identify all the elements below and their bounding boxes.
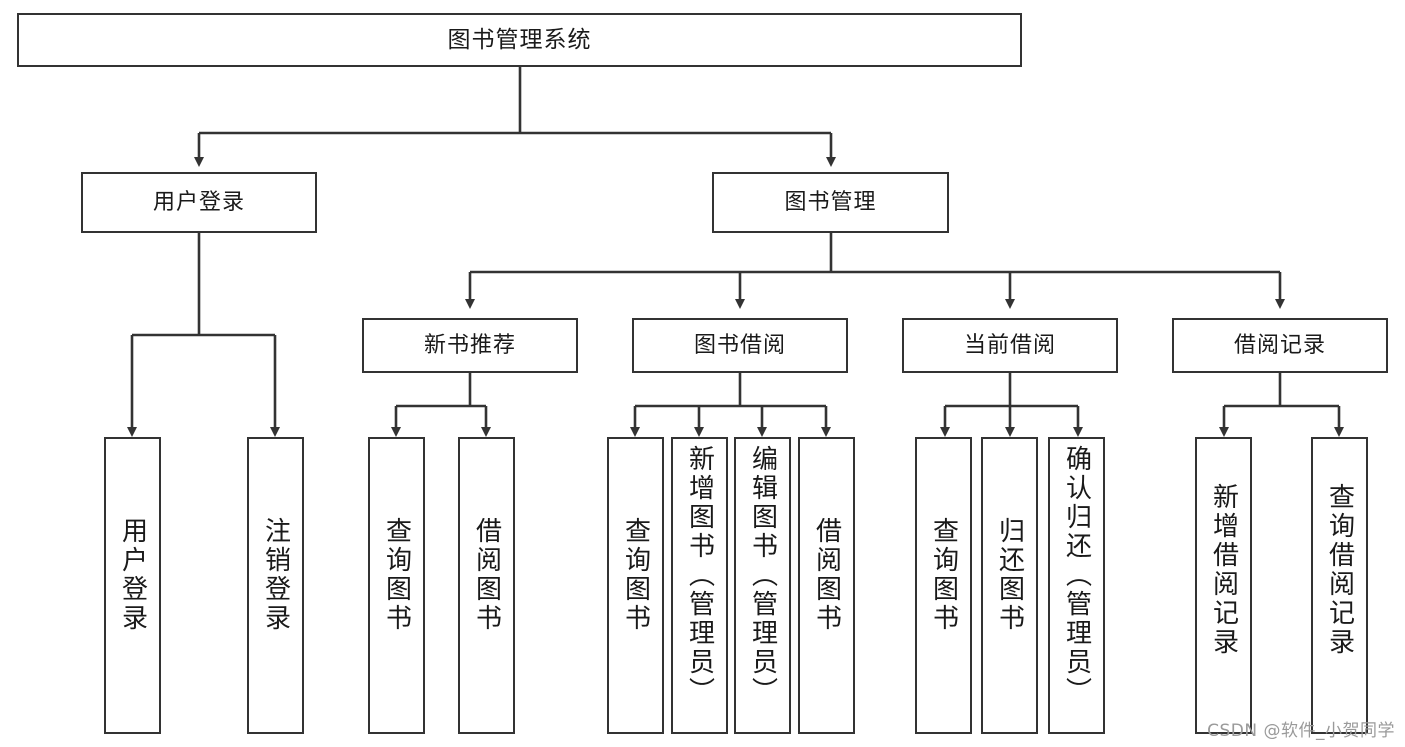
node-label: 新增借阅记录 [1208,483,1239,657]
leaf-return-book[interactable]: 归还图书 [981,437,1038,734]
node-borrow-record[interactable]: 借阅记录 [1172,318,1388,373]
leaf-user-login[interactable]: 用户登录 [104,437,161,734]
watermark: CSDN @软件_小贺同学 [1207,721,1395,741]
node-label: 图书借阅 [693,332,786,358]
leaf-query-borrow-record[interactable]: 查询借阅记录 [1311,437,1368,734]
node-user-login[interactable]: 用户登录 [81,172,317,233]
leaf-add-borrow-record[interactable]: 新增借阅记录 [1195,437,1252,734]
node-label: 新书推荐 [423,332,516,358]
node-label: 查询图书 [928,517,959,633]
node-root-book-management-system[interactable]: 图书管理系统 [17,13,1022,67]
node-label: 当前借阅 [963,332,1056,358]
node-label: 确认归还（管理员） [1061,445,1092,706]
node-label: 注销登录 [260,517,291,633]
node-label: 编辑图书（管理员） [747,445,778,706]
node-label: 借阅图书 [471,517,502,633]
node-label: 借阅记录 [1233,332,1326,358]
node-book-management[interactable]: 图书管理 [712,172,949,233]
leaf-confirm-return-admin[interactable]: 确认归还（管理员） [1048,437,1105,734]
node-book-borrow[interactable]: 图书借阅 [632,318,848,373]
node-label: 查询借阅记录 [1324,483,1355,657]
node-label: 归还图书 [994,517,1025,633]
leaf-add-book-admin[interactable]: 新增图书（管理员） [671,437,728,734]
leaf-logout[interactable]: 注销登录 [247,437,304,734]
leaf-query-book-current[interactable]: 查询图书 [915,437,972,734]
node-label: 图书管理系统 [447,26,592,53]
node-new-book-recommendation[interactable]: 新书推荐 [362,318,578,373]
leaf-borrow-book[interactable]: 借阅图书 [798,437,855,734]
leaf-query-book-borrow[interactable]: 查询图书 [607,437,664,734]
node-current-borrow[interactable]: 当前借阅 [902,318,1118,373]
leaf-edit-book-admin[interactable]: 编辑图书（管理员） [734,437,791,734]
node-label: 查询图书 [620,517,651,633]
leaf-query-book-recommend[interactable]: 查询图书 [368,437,425,734]
node-label: 用户登录 [152,189,245,215]
node-label: 借阅图书 [811,517,842,633]
node-label: 查询图书 [381,517,412,633]
node-label: 用户登录 [117,517,148,633]
node-label: 新增图书（管理员） [684,445,715,706]
leaf-borrow-book-recommend[interactable]: 借阅图书 [458,437,515,734]
node-label: 图书管理 [784,189,877,215]
